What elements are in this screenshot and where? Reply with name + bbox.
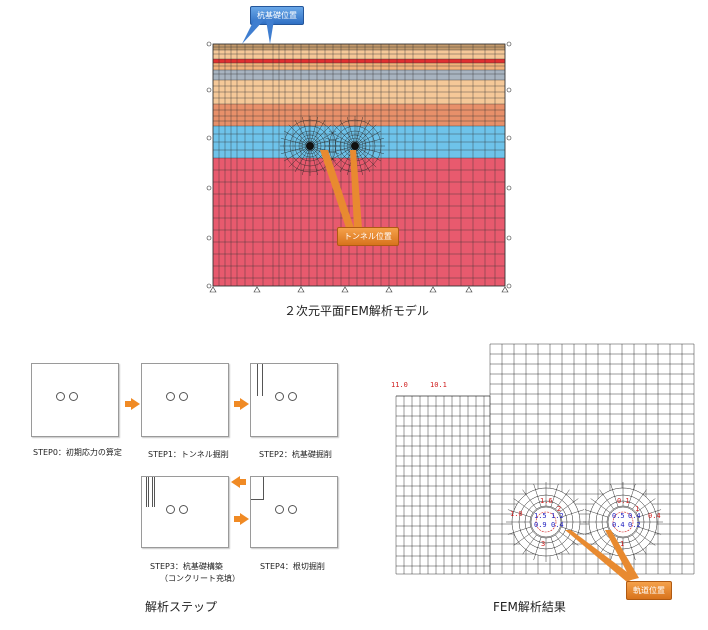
tunnel-callout-pointer bbox=[320, 150, 362, 228]
result-left-3: 1.5 bbox=[534, 512, 547, 520]
result-right-4: 0.4 bbox=[628, 512, 641, 520]
step3-panel bbox=[141, 476, 229, 548]
fem-result-mesh bbox=[395, 343, 695, 575]
result-left-6: 0.4 bbox=[551, 521, 564, 529]
result-value-top-mid: 10.1 bbox=[430, 381, 447, 389]
step4-panel bbox=[250, 476, 338, 548]
result-right-6: 0.2 bbox=[628, 521, 641, 529]
result-left-1: 1.6 bbox=[540, 497, 553, 505]
arrow-right-icon bbox=[125, 398, 140, 410]
arrow-right-icon bbox=[234, 513, 249, 525]
steps-caption: 解析ステップ bbox=[145, 600, 218, 614]
tunnel-icon bbox=[179, 392, 188, 401]
result-right-2: 1 bbox=[635, 505, 640, 513]
tunnel-icon bbox=[56, 392, 65, 401]
result-right-1: 0.1 bbox=[617, 497, 630, 505]
tunnel-icon bbox=[179, 505, 188, 514]
step4-label: STEP4：根切掘削 bbox=[260, 562, 325, 571]
tunnel-icon bbox=[69, 392, 78, 401]
step3-sublabel: （コンクリート充填） bbox=[160, 574, 240, 583]
track-callout-pointer bbox=[565, 530, 639, 582]
pile-callout-pointer bbox=[242, 20, 274, 44]
tunnel-icon bbox=[166, 392, 175, 401]
step1-label: STEP1：トンネル掘削 bbox=[148, 450, 229, 459]
result-right-8: 1 bbox=[620, 540, 625, 548]
tunnel-position-callout: トンネル位置 bbox=[337, 227, 399, 246]
result-right-5: 0.4 bbox=[612, 521, 625, 529]
layer-red-1 bbox=[213, 59, 505, 63]
result-left-4: 1.2 bbox=[551, 512, 564, 520]
tunnel-icon bbox=[275, 392, 284, 401]
tunnel-icon bbox=[288, 392, 297, 401]
result-right-3: 0.5 bbox=[612, 512, 625, 520]
result-caption: FEM解析結果 bbox=[493, 600, 566, 614]
model-caption: ２次元平面FEM解析モデル bbox=[284, 304, 429, 318]
tunnel-icon bbox=[275, 505, 284, 514]
step2-panel bbox=[250, 363, 338, 437]
fem-model bbox=[206, 41, 512, 293]
result-left-7: 1.0 bbox=[510, 510, 523, 518]
tunnel-icon bbox=[288, 505, 297, 514]
step0-label: STEP0：初期応力の算定 bbox=[33, 448, 122, 457]
step2-label: STEP2：杭基礎掘削 bbox=[259, 450, 332, 459]
layer-peach-2 bbox=[213, 63, 505, 70]
track-position-callout: 軌道位置 bbox=[626, 581, 672, 600]
result-value-top-left: 11.0 bbox=[391, 381, 408, 389]
step1-panel bbox=[141, 363, 229, 437]
tunnel-icon bbox=[166, 505, 175, 514]
step3-label: STEP3：杭基礎構築 bbox=[150, 562, 223, 571]
result-left-5: 0.9 bbox=[534, 521, 547, 529]
arrow-left-icon bbox=[231, 476, 246, 488]
layer-peach-1 bbox=[213, 50, 505, 59]
result-right-7: 0.4 bbox=[648, 512, 661, 520]
layer-orange bbox=[213, 104, 505, 126]
result-left-2: 2 bbox=[557, 505, 562, 513]
result-left-8: 3 bbox=[541, 540, 546, 548]
support-symbols bbox=[206, 41, 512, 293]
step0-panel bbox=[31, 363, 119, 437]
layer-grey bbox=[213, 70, 505, 80]
arrow-right-icon bbox=[234, 398, 249, 410]
